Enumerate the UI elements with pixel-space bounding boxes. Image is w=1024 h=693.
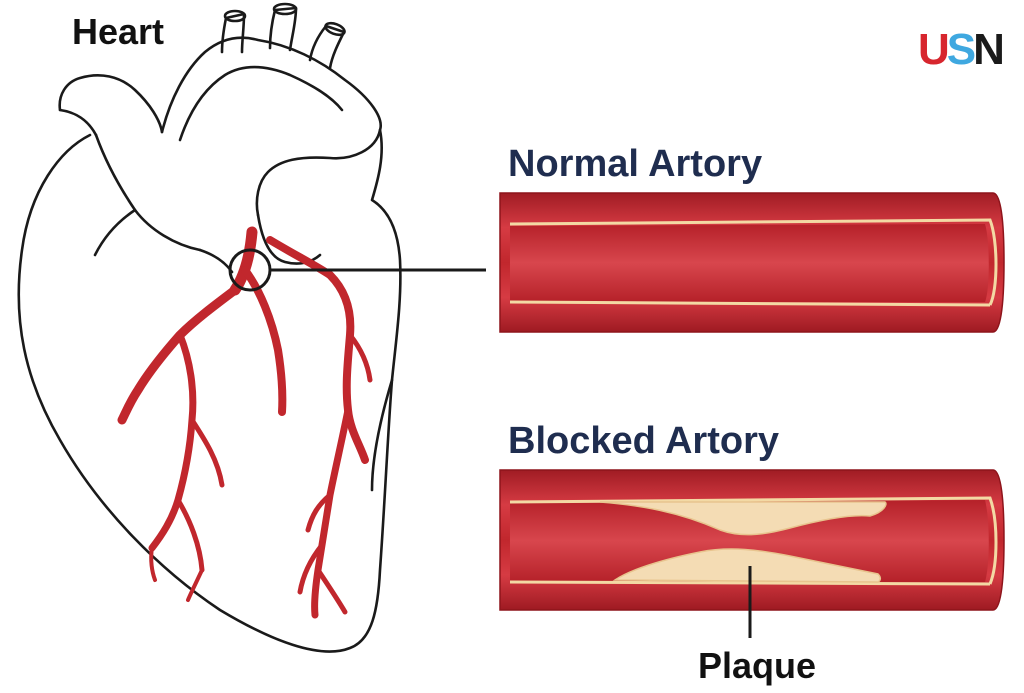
normal-artery-wall-top — [509, 218, 998, 306]
plaque-deposit-top — [599, 501, 887, 536]
heart-illustration — [17, 2, 402, 653]
logo-letter-s: S — [947, 25, 975, 74]
usn-logo: USN — [918, 25, 1005, 74]
normal-artery-wall-bottom — [509, 300, 991, 307]
aorta-outline — [160, 36, 382, 217]
normal-artery — [499, 192, 1005, 333]
heart-outline — [17, 128, 402, 653]
coronary-arteries — [117, 226, 373, 619]
blocked-artery-label: Blocked Artory — [508, 420, 779, 462]
plaque-label: Plaque — [698, 645, 816, 686]
svg-text:USN: USN — [918, 25, 1002, 74]
logo-letter-u: U — [918, 25, 948, 74]
logo-letter-n: N — [973, 25, 1002, 74]
zoom-callout — [228, 248, 486, 292]
normal-artery-label: Normal Artory — [508, 143, 762, 185]
blocked-artery — [499, 469, 1005, 611]
heart-label: Heart — [72, 11, 164, 52]
blocked-artery-wall-top — [509, 496, 998, 585]
plaque-deposit-bottom — [612, 548, 882, 583]
